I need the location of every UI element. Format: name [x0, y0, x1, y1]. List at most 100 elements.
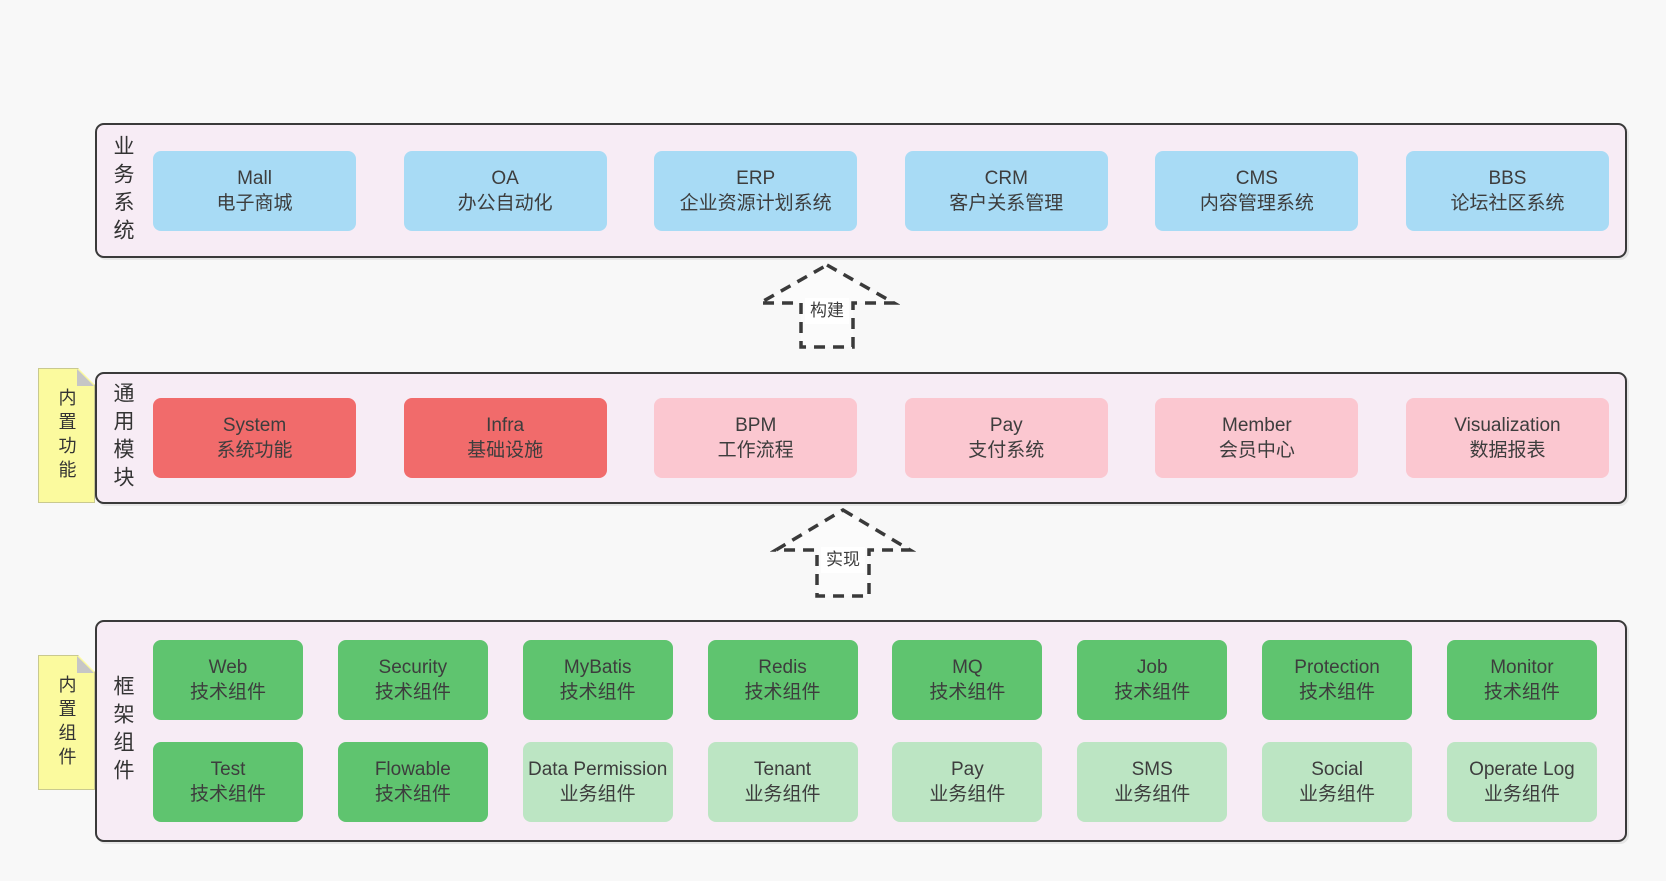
- business-systems-boxes: Mall 电子商城 OA 办公自动化 ERP 企业资源计划系统 CRM 客户关系…: [153, 125, 1609, 256]
- note-folded-corner: [77, 656, 94, 673]
- sticky-note-label: 内置功能: [56, 387, 77, 484]
- box-zh-label: 内容管理系统: [1199, 192, 1314, 214]
- box-zh-label: 业务组件: [559, 784, 636, 805]
- box-zh-label: 基础设施: [467, 440, 544, 461]
- box-visualization: Visualization 数据报表: [1405, 398, 1609, 478]
- box-zh-label: 数据报表: [1469, 440, 1546, 461]
- box-zh-label: 技术组件: [559, 682, 636, 703]
- common-modules-boxes: System 系统功能 Infra 基础设施 BPM 工作流程 Pay 支付系统…: [153, 374, 1609, 502]
- box-zh-label: 技术组件: [189, 682, 266, 703]
- box-zh-label: 技术组件: [1114, 682, 1191, 703]
- box-cms: CMS 内容管理系统: [1155, 150, 1359, 231]
- box-job: Job 技术组件: [1077, 640, 1228, 720]
- box-zh-label: 论坛社区系统: [1450, 192, 1565, 214]
- box-en-label: Pay: [951, 759, 984, 780]
- box-social: Social 业务组件: [1262, 742, 1413, 822]
- common-modules-label: 通用模块: [111, 382, 134, 494]
- box-zh-label: 技术组件: [374, 784, 451, 805]
- box-zh-label: 会员中心: [1218, 440, 1295, 461]
- box-test: Test 技术组件: [153, 742, 303, 822]
- box-en-label: Mall: [237, 167, 272, 189]
- build-arrow: 构建: [754, 262, 900, 350]
- box-zh-label: 业务组件: [1299, 784, 1376, 805]
- box-en-label: ERP: [736, 167, 776, 189]
- box-zh-label: 办公自动化: [457, 192, 553, 214]
- sticky-note-builtin-components: 内置组件: [38, 655, 95, 790]
- build-arrow-label: 构建: [805, 298, 849, 324]
- box-en-label: Infra: [486, 415, 525, 436]
- box-zh-label: 技术组件: [374, 682, 451, 703]
- implement-arrow-label: 实现: [821, 547, 865, 573]
- box-en-label: Job: [1136, 657, 1168, 678]
- box-en-label: System: [222, 415, 287, 436]
- box-crm: CRM 客户关系管理: [904, 150, 1108, 231]
- box-en-label: Data Permission: [527, 759, 668, 780]
- box-sms: SMS 业务组件: [1077, 742, 1228, 822]
- box-zh-label: 支付系统: [968, 440, 1045, 461]
- box-en-label: Monitor: [1490, 657, 1554, 678]
- layer-common-modules: 通用模块 System 系统功能 Infra 基础设施 BPM 工作流程 Pay…: [95, 372, 1627, 504]
- sticky-note-builtin-features: 内置功能: [38, 368, 95, 503]
- box-en-label: Web: [208, 657, 248, 678]
- box-zh-label: 业务组件: [744, 784, 821, 805]
- layer-framework-components: 框架组件 Web 技术组件 Security 技术组件 MyBatis 技术组件…: [95, 620, 1627, 842]
- box-en-label: Operate Log: [1469, 759, 1575, 780]
- business-systems-label: 业务系统: [111, 134, 134, 247]
- box-en-label: OA: [491, 167, 519, 189]
- box-zh-label: 技术组件: [1483, 682, 1560, 703]
- box-zh-label: 业务组件: [929, 784, 1006, 805]
- layer-business-systems: 业务系统 Mall 电子商城 OA 办公自动化 ERP 企业资源计划系统 CRM…: [95, 123, 1627, 258]
- box-en-label: SMS: [1131, 759, 1173, 780]
- box-en-label: Security: [378, 657, 448, 678]
- box-en-label: Flowable: [374, 759, 451, 780]
- box-security: Security 技术组件: [337, 640, 488, 720]
- box-protection: Protection 技术组件: [1262, 640, 1413, 720]
- box-en-label: CMS: [1235, 167, 1278, 189]
- box-zh-label: 客户关系管理: [949, 192, 1064, 214]
- note-folded-corner: [77, 369, 94, 386]
- box-en-label: Test: [210, 759, 246, 780]
- box-web: Web 技术组件: [153, 640, 303, 720]
- framework-components-boxes: Web 技术组件 Security 技术组件 MyBatis 技术组件 Redi…: [153, 640, 1597, 822]
- box-data-permission: Data Permission 业务组件: [522, 742, 673, 822]
- box-en-label: BBS: [1488, 167, 1527, 189]
- box-zh-label: 工作流程: [717, 440, 794, 461]
- box-infra: Infra 基础设施: [403, 398, 607, 478]
- box-en-label: Pay: [989, 415, 1023, 436]
- box-system: System 系统功能: [153, 398, 356, 478]
- box-zh-label: 技术组件: [744, 682, 821, 703]
- box-en-label: Visualization: [1454, 415, 1561, 436]
- box-bpm: BPM 工作流程: [654, 398, 858, 478]
- box-en-label: MyBatis: [563, 657, 632, 678]
- box-operate-log: Operate Log 业务组件: [1446, 742, 1597, 822]
- box-en-label: Protection: [1294, 657, 1380, 678]
- framework-components-label: 框架组件: [111, 675, 134, 787]
- box-flowable: Flowable 技术组件: [337, 742, 488, 822]
- implement-arrow: 实现: [770, 507, 916, 599]
- box-erp: ERP 企业资源计划系统: [654, 150, 858, 231]
- box-monitor: Monitor 技术组件: [1446, 640, 1597, 720]
- framework-components-row-1: Web 技术组件 Security 技术组件 MyBatis 技术组件 Redi…: [153, 640, 1597, 720]
- box-pay-component: Pay 业务组件: [892, 742, 1043, 822]
- box-zh-label: 电子商城: [216, 192, 293, 214]
- box-en-label: BPM: [735, 415, 777, 436]
- box-zh-label: 技术组件: [1299, 682, 1376, 703]
- box-member: Member 会员中心: [1155, 398, 1359, 478]
- box-pay-module: Pay 支付系统: [904, 398, 1108, 478]
- box-en-label: CRM: [984, 167, 1028, 189]
- box-bbs: BBS 论坛社区系统: [1405, 150, 1609, 231]
- framework-components-row-2: Test 技术组件 Flowable 技术组件 Data Permission …: [153, 742, 1597, 822]
- box-zh-label: 业务组件: [1114, 784, 1191, 805]
- box-zh-label: 系统功能: [216, 440, 293, 461]
- box-en-label: MQ: [952, 657, 983, 678]
- box-en-label: Social: [1311, 759, 1363, 780]
- box-mybatis: MyBatis 技术组件: [522, 640, 673, 720]
- box-redis: Redis 技术组件: [707, 640, 858, 720]
- box-en-label: Redis: [758, 657, 807, 678]
- box-mq: MQ 技术组件: [892, 640, 1043, 720]
- box-en-label: Tenant: [754, 759, 812, 780]
- box-zh-label: 企业资源计划系统: [679, 192, 832, 214]
- box-zh-label: 业务组件: [1483, 784, 1560, 805]
- box-zh-label: 技术组件: [929, 682, 1006, 703]
